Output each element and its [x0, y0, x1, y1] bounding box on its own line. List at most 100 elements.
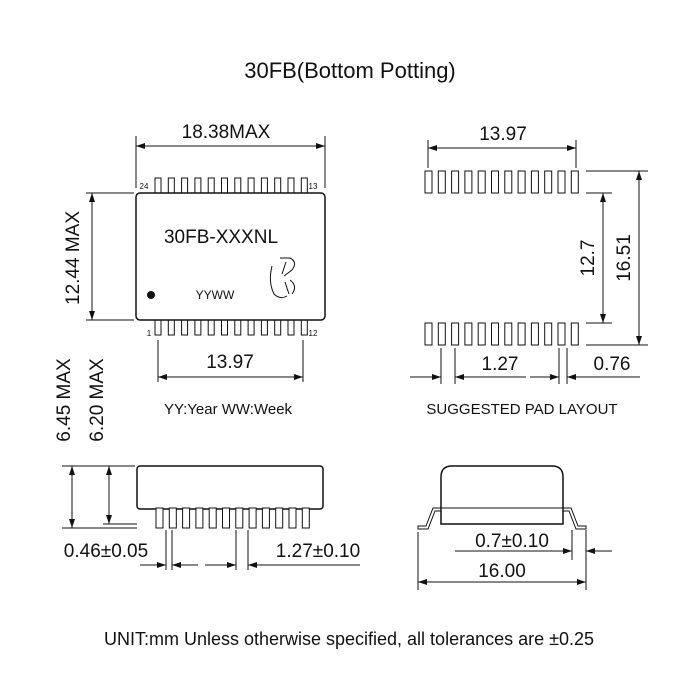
pin-24-label: 24 [140, 182, 149, 191]
drawing-title: 30FB(Bottom Potting) [244, 58, 456, 83]
side-lead [248, 507, 257, 529]
pin-span-label: 13.97 [206, 352, 254, 373]
pad-lower [557, 322, 566, 346]
pin-upper [181, 177, 189, 195]
package-body-side [136, 465, 324, 510]
pin-upper [221, 177, 228, 195]
pad-lower [491, 322, 499, 346]
pin-upper [247, 177, 255, 195]
pad-width-span-label: 13.97 [479, 124, 527, 145]
pad-upper [491, 170, 499, 194]
pad-lower [437, 322, 446, 346]
pad-lower [451, 322, 460, 346]
pad-upper [544, 170, 553, 194]
pad-layout-view: 13.97 12.7 16.51 1.27 0.76 SUGGESTED PA [410, 124, 648, 418]
pin-lower [221, 318, 228, 336]
lead-pitch-label: 1.27±0.10 [276, 541, 360, 562]
side-lead [208, 507, 217, 529]
pin-upper [207, 177, 215, 195]
pin-lower [194, 318, 202, 336]
pin-upper [287, 177, 295, 195]
pin-upper [300, 177, 308, 195]
side-lead [275, 507, 284, 529]
pin-lower [287, 318, 295, 336]
pad-upper [464, 170, 473, 194]
pad-row-upper [424, 170, 579, 194]
pin-upper [194, 177, 202, 195]
pad-upper [530, 170, 539, 194]
pin1-marker-dot [147, 291, 155, 299]
part-number-label: 30FB-XXXNL [164, 227, 278, 248]
end-view: 0.7±0.10 16.00 [417, 465, 612, 590]
package-body-top [135, 192, 326, 321]
side-lead [155, 507, 164, 529]
units-note: UNIT:mm Unless otherwise specified, all … [104, 629, 594, 649]
pin-lower [274, 318, 282, 336]
gull-wing-lead-right [563, 507, 587, 530]
side-lead [168, 507, 177, 529]
side-lead [222, 507, 230, 529]
pin-upper [260, 177, 268, 195]
side-lead [195, 507, 204, 529]
pad-layout-caption: SUGGESTED PAD LAYOUT [426, 401, 617, 418]
pad-upper [451, 170, 460, 194]
pad-upper [557, 170, 566, 194]
pin-upper [154, 177, 162, 195]
pin-lower [167, 318, 175, 336]
side-view: 6.45 MAX 6.20 MAX 0.46±0.05 1.27±0.10 [54, 358, 360, 570]
pad-size-label: 0.76 [594, 354, 631, 375]
pad-row-lower [424, 322, 579, 346]
pad-upper [437, 170, 446, 194]
side-lead [235, 507, 244, 529]
pad-upper [477, 170, 486, 194]
pad-lower [517, 322, 526, 346]
pad-inner-span-label: 12.7 [578, 240, 599, 277]
lead-width-label: 0.46±0.05 [64, 541, 148, 562]
pad-lower [544, 322, 553, 346]
body-height-label: 6.20 MAX [87, 358, 108, 442]
pad-lower [477, 322, 486, 346]
pin-lower [181, 318, 189, 336]
pin-lower [234, 318, 242, 336]
top-pins-lower [154, 318, 308, 336]
total-height-label: 6.45 MAX [54, 358, 75, 442]
date-code-label: YYWW [196, 288, 235, 302]
lead-span-label: 16.00 [478, 561, 526, 582]
pad-pitch-label: 1.27 [482, 354, 519, 375]
pin-upper [274, 177, 282, 195]
side-leads [155, 507, 310, 529]
side-lead [288, 507, 297, 529]
side-lead [301, 507, 310, 529]
pad-lower [424, 322, 433, 346]
width-max-label: 18.38MAX [182, 122, 271, 143]
height-max-label: 12.44 MAX [63, 211, 84, 305]
pad-lower [504, 322, 513, 346]
brand-logo-icon [269, 257, 296, 299]
pad-outer-span-label: 16.51 [614, 234, 635, 282]
pad-lower [464, 322, 473, 346]
pin-12-label: 12 [309, 329, 318, 338]
pad-upper [570, 170, 579, 194]
pin-lower [300, 318, 308, 336]
date-code-legend: YY:Year WW:Week [164, 401, 293, 418]
pad-lower [530, 322, 539, 346]
pin-lower [154, 318, 162, 336]
pin-13-label: 13 [309, 182, 318, 191]
pad-lower [570, 322, 579, 346]
side-lead [182, 507, 191, 529]
side-lead [261, 507, 270, 529]
top-view: 30FB-XXXNL YYWW 24 13 1 12 18.38MAX 12.4… [63, 122, 326, 418]
pin-lower [207, 318, 215, 336]
pin-1-label: 1 [147, 329, 152, 338]
pin-upper [234, 177, 242, 195]
pad-upper [504, 170, 513, 194]
top-pins-upper [154, 177, 308, 195]
gull-wing-lead-left [417, 507, 441, 530]
pin-lower [247, 318, 255, 336]
package-body-end [440, 465, 564, 525]
pin-lower [260, 318, 268, 336]
pin-upper [167, 177, 175, 195]
foot-length-label: 0.7±0.10 [475, 531, 549, 552]
pad-upper [424, 170, 433, 194]
